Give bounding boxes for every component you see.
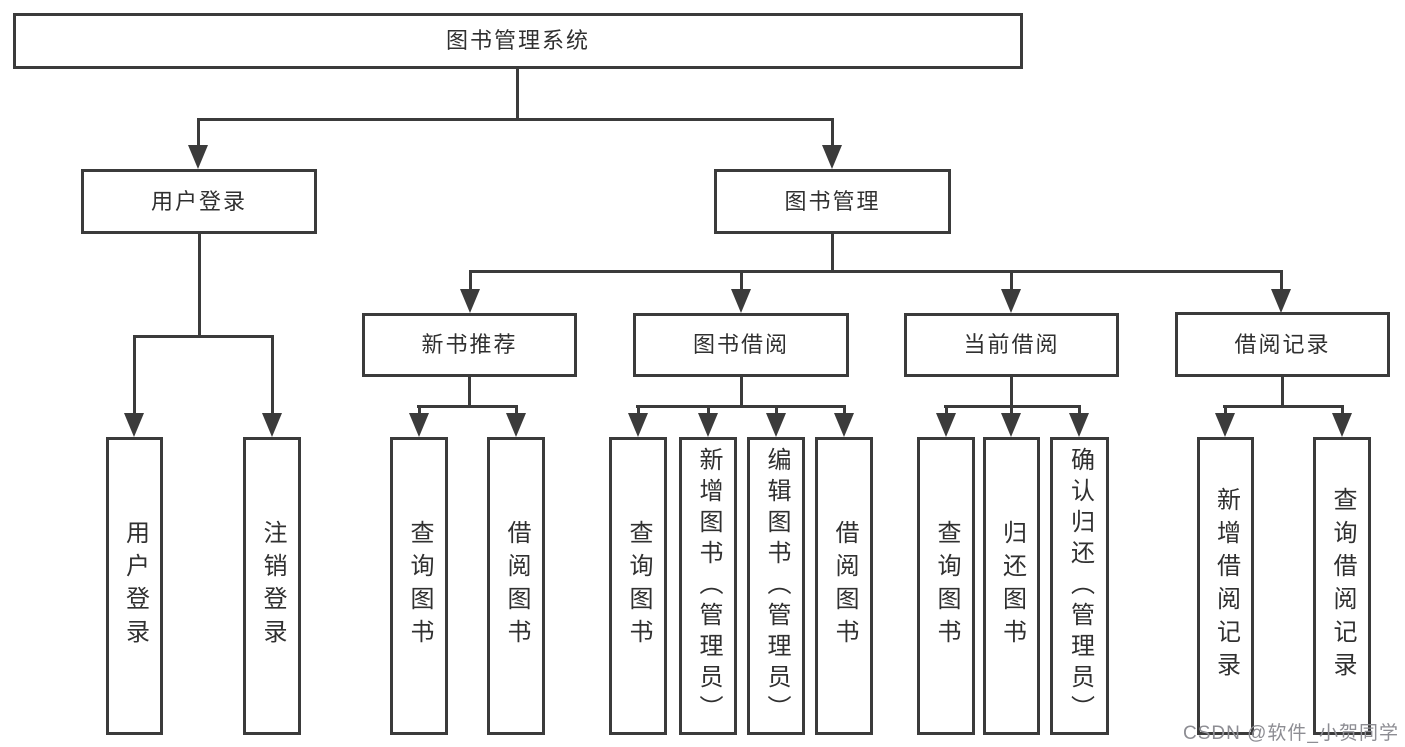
leaf-br-query-record: 查询借阅记录 bbox=[1313, 437, 1371, 735]
node-root-label: 图书管理系统 bbox=[445, 28, 590, 53]
arrowhead-down-icon bbox=[1271, 289, 1291, 313]
node-current-borrow: 当前借阅 bbox=[904, 313, 1119, 377]
arrowhead-down-icon bbox=[188, 145, 208, 169]
leaf-bb-borrow-book-label: 借阅图书 bbox=[831, 520, 858, 652]
arrowhead-down-icon bbox=[822, 145, 842, 169]
line bbox=[133, 338, 136, 413]
arrowhead-down-icon bbox=[936, 413, 956, 437]
line bbox=[1280, 273, 1283, 289]
node-book-borrow: 图书借阅 bbox=[633, 313, 849, 377]
line bbox=[843, 408, 846, 414]
line bbox=[1010, 377, 1013, 408]
node-new-book-recommend-label: 新书推荐 bbox=[421, 332, 518, 357]
arrowhead-down-icon bbox=[1332, 413, 1352, 437]
line bbox=[468, 377, 471, 408]
arrowhead-down-icon bbox=[460, 289, 480, 313]
arrowhead-down-icon bbox=[1215, 413, 1235, 437]
arrowhead-down-icon bbox=[834, 413, 854, 437]
line bbox=[636, 405, 846, 408]
line bbox=[271, 338, 274, 413]
arrowhead-down-icon bbox=[124, 413, 144, 437]
arrowhead-down-icon bbox=[1001, 413, 1021, 437]
leaf-bb-borrow-book: 借阅图书 bbox=[815, 437, 873, 735]
leaf-bb-add-book-label: 新增图书（管理员） bbox=[695, 446, 722, 726]
leaf-cb-return-book: 归还图书 bbox=[983, 437, 1040, 735]
leaf-bb-query-book-label: 查询图书 bbox=[625, 520, 652, 652]
line bbox=[1078, 408, 1081, 414]
line bbox=[418, 408, 421, 414]
node-user-login: 用户登录 bbox=[81, 169, 317, 234]
arrowhead-down-icon bbox=[766, 413, 786, 437]
leaf-nb-query-book-label: 查询图书 bbox=[406, 520, 433, 652]
leaf-br-query-record-label: 查询借阅记录 bbox=[1329, 487, 1356, 685]
leaf-bb-query-book: 查询图书 bbox=[609, 437, 667, 735]
line bbox=[469, 273, 472, 289]
arrowhead-down-icon bbox=[1069, 413, 1089, 437]
line bbox=[469, 270, 1283, 273]
leaf-nb-borrow-book-label: 借阅图书 bbox=[503, 520, 530, 652]
line bbox=[740, 377, 743, 408]
line bbox=[1341, 408, 1344, 414]
leaf-br-add-record: 新增借阅记录 bbox=[1197, 437, 1254, 735]
line bbox=[707, 408, 710, 414]
line bbox=[198, 234, 201, 338]
leaf-br-add-record-label: 新增借阅记录 bbox=[1212, 487, 1240, 685]
leaf-cb-confirm-return: 确认归还（管理员） bbox=[1050, 437, 1109, 735]
node-user-login-label: 用户登录 bbox=[150, 188, 247, 214]
line bbox=[1010, 273, 1013, 289]
node-current-borrow-label: 当前借阅 bbox=[963, 332, 1060, 357]
line bbox=[1223, 405, 1344, 408]
leaf-cb-query-book: 查询图书 bbox=[917, 437, 975, 735]
leaf-cb-confirm-return-label: 确认归还（管理员） bbox=[1066, 446, 1094, 726]
line bbox=[515, 408, 518, 414]
line bbox=[775, 408, 778, 414]
line bbox=[1010, 408, 1013, 414]
line bbox=[944, 405, 1081, 408]
leaf-bb-edit-book: 编辑图书（管理员） bbox=[747, 437, 805, 735]
node-book-borrow-label: 图书借阅 bbox=[692, 332, 789, 357]
line bbox=[516, 69, 519, 121]
leaf-cb-query-book-label: 查询图书 bbox=[933, 520, 960, 652]
arrowhead-down-icon bbox=[628, 413, 648, 437]
line bbox=[417, 405, 518, 408]
line bbox=[831, 234, 834, 273]
line bbox=[1281, 377, 1284, 408]
line bbox=[831, 121, 834, 145]
leaf-bb-add-book: 新增图书（管理员） bbox=[679, 437, 737, 735]
arrowhead-down-icon bbox=[262, 413, 282, 437]
arrowhead-down-icon bbox=[698, 413, 718, 437]
arrowhead-down-icon bbox=[506, 413, 526, 437]
csdn-watermark: CSDN @软件_小贺同学 bbox=[1183, 723, 1399, 744]
arrowhead-down-icon bbox=[409, 413, 429, 437]
node-book-management: 图书管理 bbox=[714, 169, 951, 234]
line bbox=[133, 335, 274, 338]
line bbox=[740, 273, 743, 289]
line bbox=[197, 118, 834, 121]
leaf-logout-label: 注销登录 bbox=[259, 520, 286, 652]
arrowhead-down-icon bbox=[731, 289, 751, 313]
leaf-nb-query-book: 查询图书 bbox=[390, 437, 448, 735]
node-book-management-label: 图书管理 bbox=[784, 188, 881, 214]
leaf-bb-edit-book-label: 编辑图书（管理员） bbox=[763, 446, 790, 726]
node-borrow-records-label: 借阅记录 bbox=[1234, 331, 1331, 357]
line bbox=[637, 408, 640, 414]
leaf-user-login-label: 用户登录 bbox=[121, 520, 149, 652]
node-borrow-records: 借阅记录 bbox=[1175, 312, 1390, 377]
leaf-user-login: 用户登录 bbox=[106, 437, 163, 735]
node-root: 图书管理系统 bbox=[13, 13, 1023, 69]
line bbox=[1224, 408, 1227, 414]
leaf-cb-return-book-label: 归还图书 bbox=[998, 520, 1026, 652]
line bbox=[197, 121, 200, 145]
leaf-nb-borrow-book: 借阅图书 bbox=[487, 437, 545, 735]
node-new-book-recommend: 新书推荐 bbox=[362, 313, 577, 377]
leaf-logout: 注销登录 bbox=[243, 437, 301, 735]
arrowhead-down-icon bbox=[1001, 289, 1021, 313]
line bbox=[945, 408, 948, 414]
